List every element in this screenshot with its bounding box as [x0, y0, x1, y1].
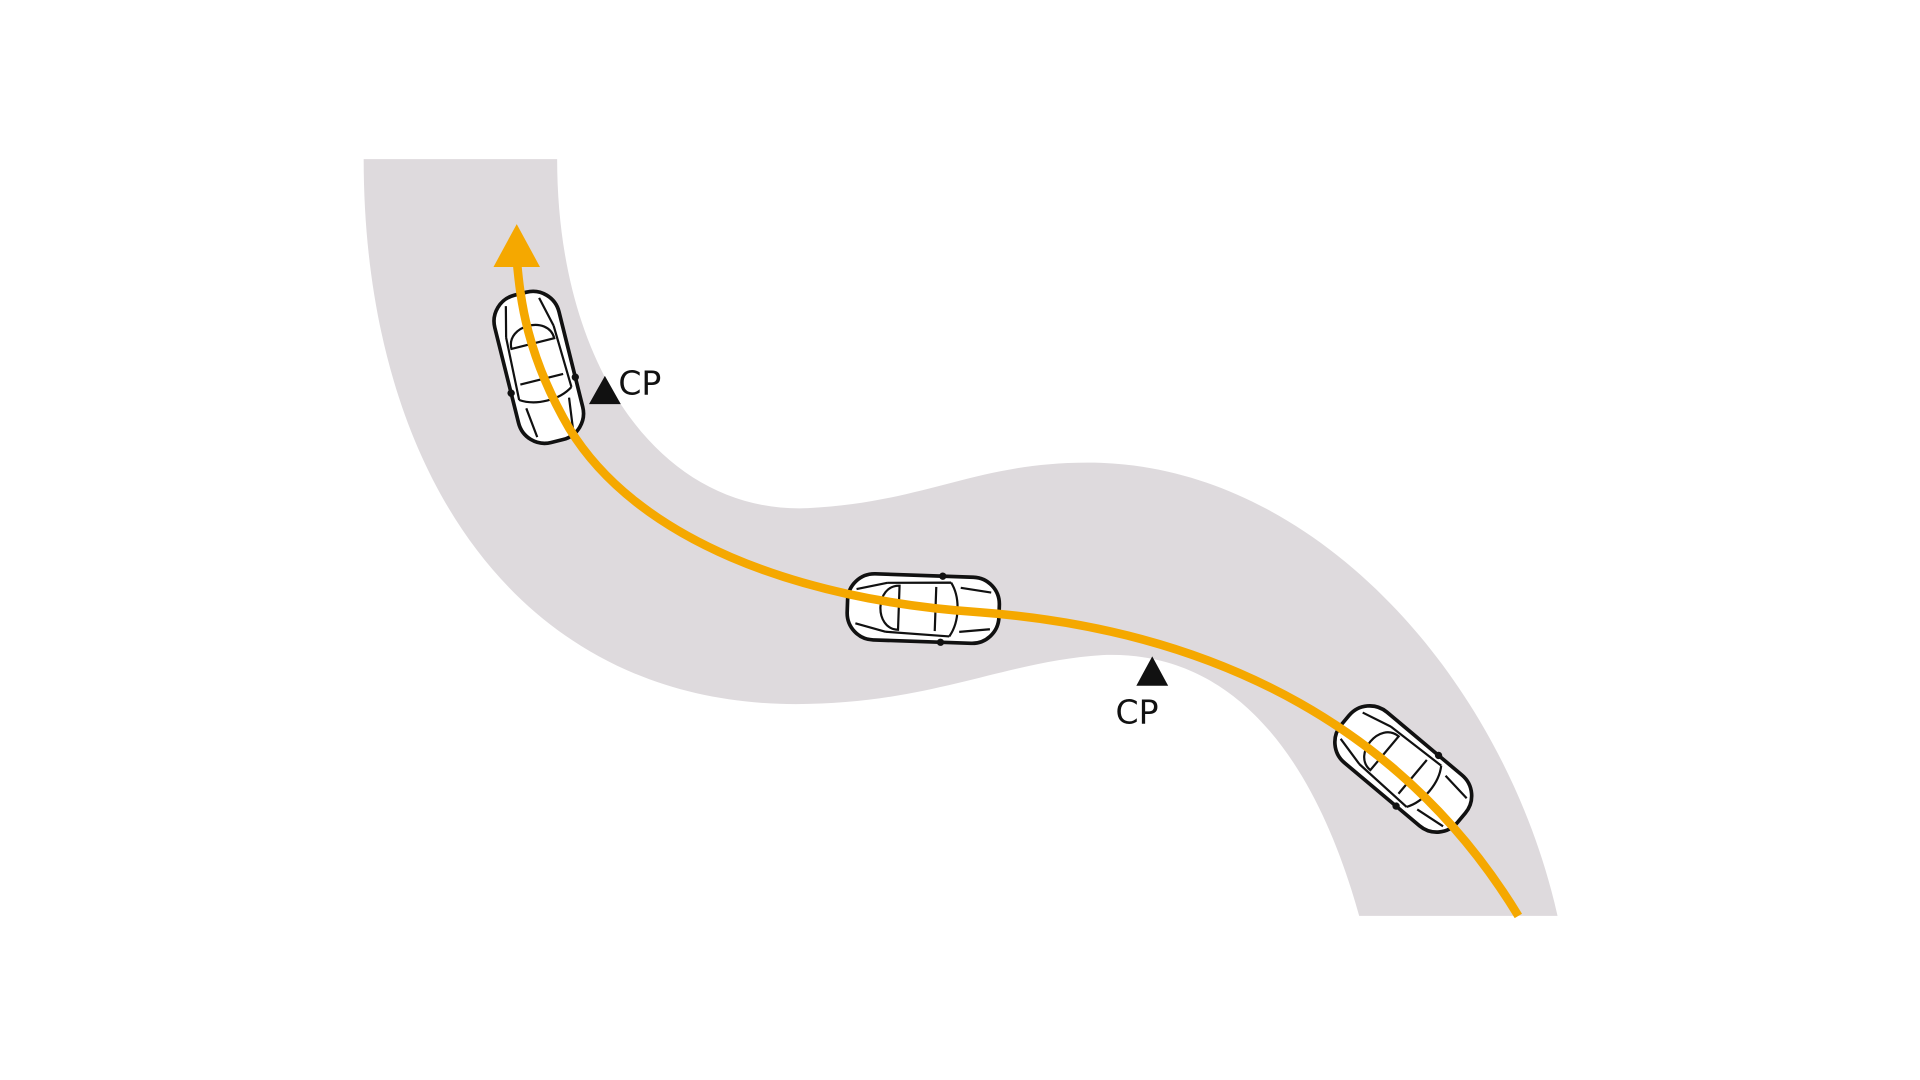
racing-line [512, 259, 1523, 919]
clipping-point-marker-2 [1136, 656, 1169, 686]
arrow-head-icon [493, 224, 540, 267]
clipping-point-label-1: CP [618, 363, 661, 402]
clipping-point-marker-1 [588, 375, 621, 405]
clipping-point-label-2: CP [1116, 693, 1159, 732]
road [363, 159, 1558, 916]
